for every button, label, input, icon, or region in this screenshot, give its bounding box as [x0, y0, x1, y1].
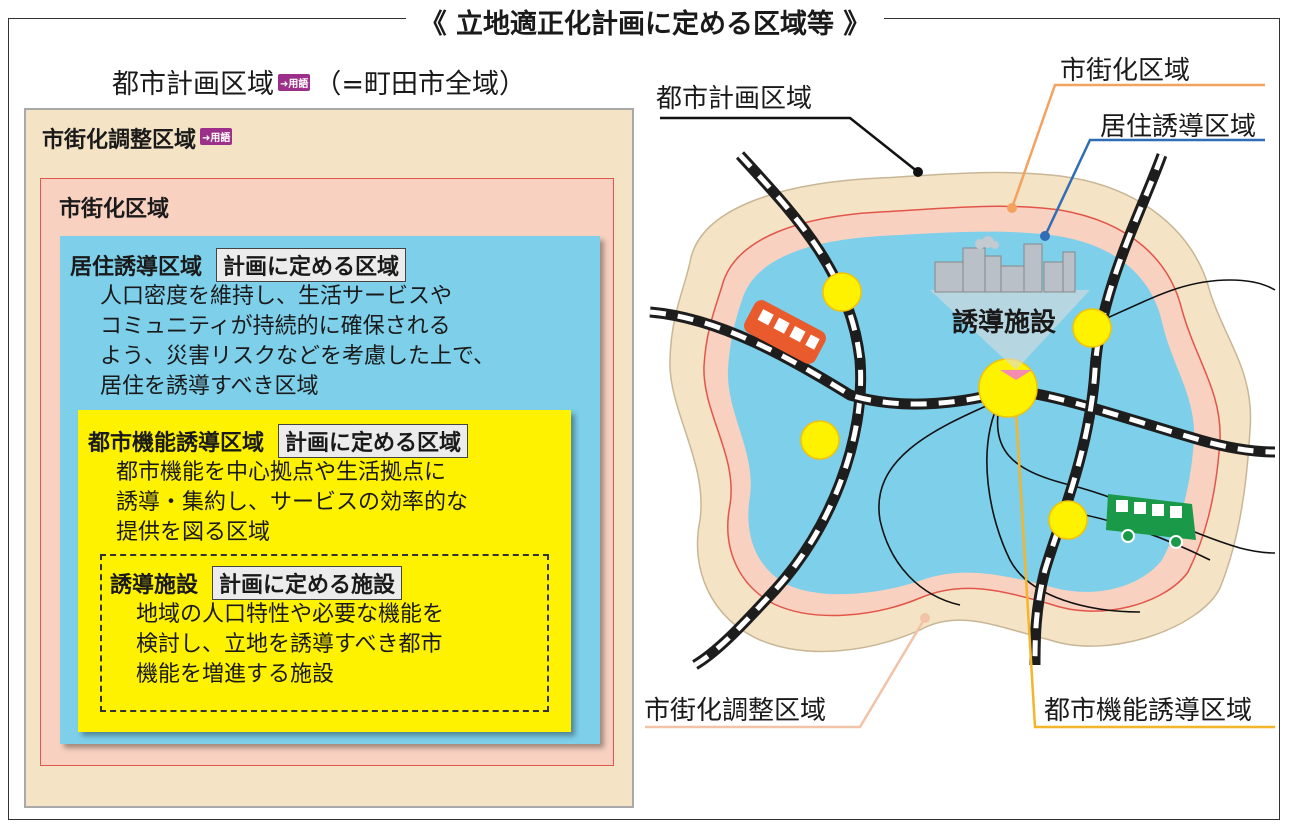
induced-facility-box: 誘導施設計画に定める施設 地域の人口特性や必要な機能を 検討し、立地を誘導すべき…: [100, 554, 549, 712]
facility-description: 地域の人口特性や必要な機能を 検討し、立地を誘導すべき都市 機能を増進する施設: [136, 602, 445, 687]
main-title: 《 立地適正化計画に定める区域等 》: [0, 2, 1290, 41]
plan-tag: 計画に定める区域: [216, 248, 407, 282]
residence-zone-description: 人口密度を維持し、生活サービスや コミュニティが持続的に確保される よう、災害リ…: [100, 284, 496, 399]
function-zone-description: 都市機能を中心拠点や生活拠点に 誘導・集約し、サービスの効率的な 提供を図る区域: [116, 460, 469, 545]
map-label-function: 都市機能誘導区域: [1044, 696, 1253, 726]
city-plan-area-note: （=町田市全域）: [314, 69, 527, 100]
facility-funnel: [930, 290, 1090, 370]
train-icon: [744, 300, 826, 364]
urbanization-control-zone-label: 市街化調整区域➜用語: [42, 128, 233, 153]
map-label-city-plan: 都市計画区域: [656, 84, 813, 114]
function-zone-title: 都市機能誘導区域計画に定める区域: [88, 424, 469, 458]
residence-zone-title: 居住誘導区域計画に定める区域: [70, 248, 407, 282]
railways: [649, 151, 1276, 670]
zone-map-graphic: [645, 83, 1276, 729]
plan-tag: 計画に定める区域: [278, 424, 469, 458]
map-label-adjustment: 市街化調整区域: [644, 696, 827, 726]
map-label-urbanization: 市街化区域: [1060, 56, 1191, 86]
bus-icon: [1106, 494, 1196, 549]
facility-arrow: [1000, 370, 1032, 380]
urbanization-zone-label: 市街化区域: [59, 197, 170, 222]
city-plan-area-header: 都市計画区域➜用語（=町田市全域）: [112, 62, 526, 101]
zone-map: 都市計画区域 市街化区域 居住誘導区域 誘導施設 市街化調整区域 都市機能誘導区…: [630, 40, 1280, 800]
buildings-icon: [934, 243, 1076, 293]
cloud-icon: [975, 236, 999, 249]
plan-tag: 計画に定める施設: [212, 566, 403, 600]
city-plan-area-label: 都市計画区域: [112, 69, 274, 100]
glossary-link-icon[interactable]: ➜用語: [200, 128, 233, 145]
map-label-facility: 誘導施設: [952, 308, 1057, 338]
facility-title: 誘導施設計画に定める施設: [110, 566, 403, 600]
glossary-link-icon[interactable]: ➜用語: [278, 74, 311, 91]
map-label-residence: 居住誘導区域: [1100, 112, 1257, 142]
